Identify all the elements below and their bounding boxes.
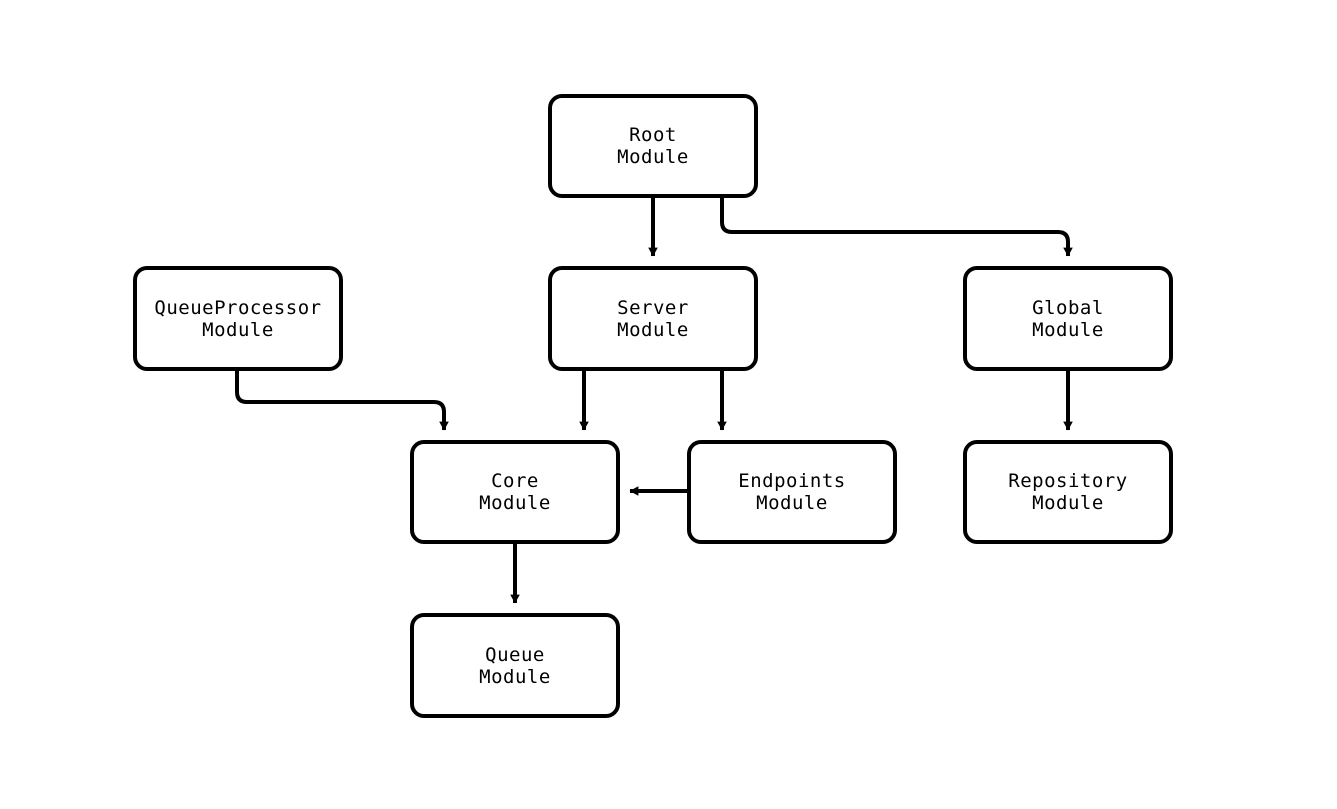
node-label-line1: Global bbox=[1032, 296, 1104, 319]
node-label-line1: Server bbox=[617, 296, 689, 319]
node-label-line2: Module bbox=[1032, 492, 1104, 514]
node-label-line1: Core bbox=[491, 470, 539, 492]
node-server-module[interactable]: Server Module bbox=[548, 266, 758, 371]
node-label-line1: Endpoints bbox=[738, 470, 846, 492]
edge-queueprocessor-to-core bbox=[235, 371, 449, 431]
node-label-line1: Root bbox=[629, 124, 677, 146]
node-label-line1: QueueProcessor bbox=[154, 296, 322, 319]
node-label-line2: Module bbox=[1032, 318, 1104, 341]
node-label-line2: Module bbox=[756, 492, 828, 514]
edge-root-to-global bbox=[720, 198, 1073, 257]
node-core-module[interactable]: Core Module bbox=[410, 440, 620, 544]
node-label-line2: Module bbox=[479, 492, 551, 514]
node-label-line1: Repository bbox=[1008, 470, 1128, 492]
node-endpoints-module[interactable]: Endpoints Module bbox=[687, 440, 897, 544]
node-label-line2: Module bbox=[479, 665, 551, 688]
node-repository-module[interactable]: Repository Module bbox=[963, 440, 1173, 544]
node-label-line1: Queue bbox=[485, 643, 545, 666]
node-global-module[interactable]: Global Module bbox=[963, 266, 1173, 371]
node-root-module[interactable]: Root Module bbox=[548, 94, 758, 198]
node-label-line2: Module bbox=[202, 318, 274, 341]
node-label-line2: Module bbox=[617, 318, 689, 341]
node-queue-module[interactable]: Queue Module bbox=[410, 613, 620, 718]
node-queueprocessor-module[interactable]: QueueProcessor Module bbox=[133, 266, 343, 371]
node-label-line2: Module bbox=[617, 146, 689, 168]
